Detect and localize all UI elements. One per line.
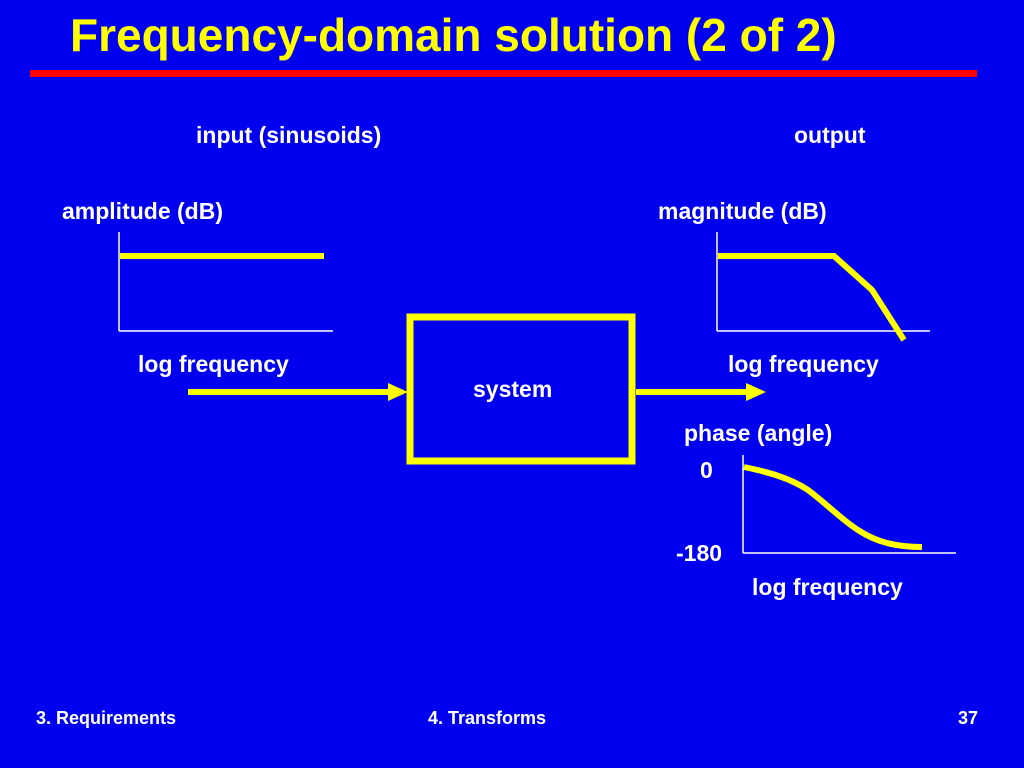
phase-top-tick: 0: [700, 457, 713, 483]
system-block: [406, 313, 636, 465]
output-magnitude-plot: [716, 232, 930, 342]
input-arrow-head: [388, 383, 408, 401]
output-phase-plot: [742, 455, 956, 554]
system-label: system: [473, 376, 553, 402]
phase-bottom-tick: -180: [676, 540, 723, 566]
page-number: 37: [958, 708, 979, 728]
slide-title: Frequency-domain solution (2 of 2): [70, 9, 837, 61]
input-arrow: [188, 383, 408, 401]
output-x-axis-label: log frequency: [728, 351, 879, 377]
output-label: output: [794, 122, 866, 148]
phase-label: phase (angle): [684, 420, 833, 446]
magnitude-curve: [718, 253, 907, 342]
magnitude-label: magnitude (dB): [658, 198, 827, 224]
output-arrow: [636, 383, 766, 401]
output-arrow-head: [746, 383, 766, 401]
footer-section: 3. Requirements: [36, 708, 177, 728]
footer-chapter: 4. Transforms: [428, 708, 547, 728]
phase-curve: [743, 464, 923, 550]
input-amplitude-plot: [118, 232, 333, 332]
title-underline: [30, 70, 977, 77]
phase-x-axis-label: log frequency: [752, 574, 903, 600]
input-label: input (sinusoids): [196, 122, 382, 148]
input-x-axis-label: log frequency: [138, 351, 289, 377]
amplitude-label: amplitude (dB): [62, 198, 223, 224]
